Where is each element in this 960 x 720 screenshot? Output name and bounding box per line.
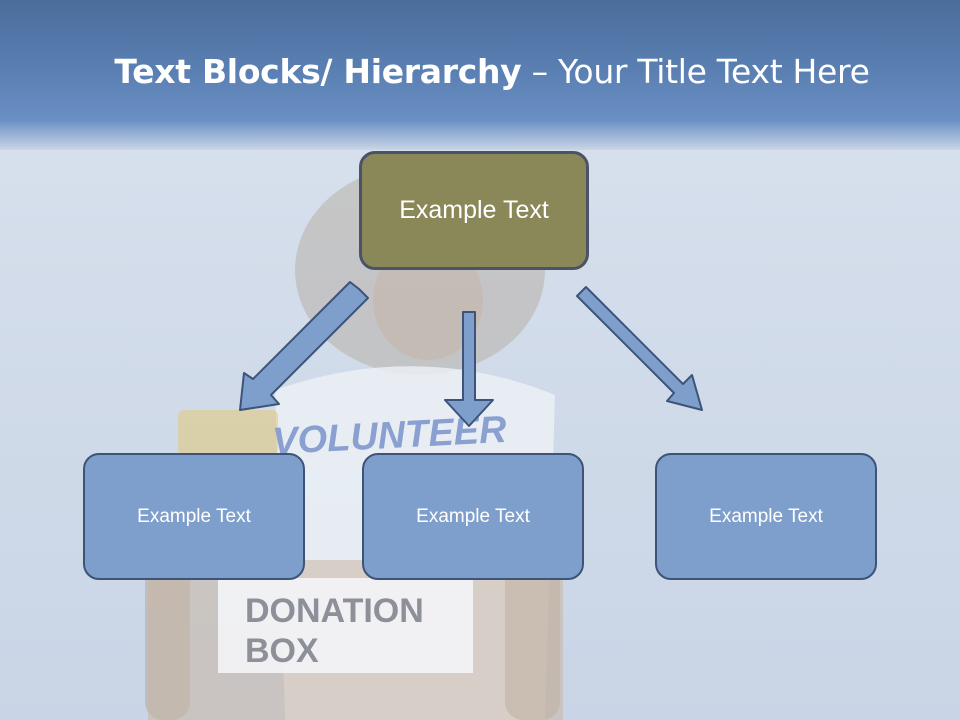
child-box-right[interactable]: Example Text [655, 453, 877, 580]
title-rest: – Your Title Text Here [521, 52, 870, 91]
title-band [0, 0, 960, 150]
child-box-center[interactable]: Example Text [362, 453, 584, 580]
child-box-label: Example Text [709, 505, 823, 527]
arrow-center [444, 311, 494, 427]
page-title: Text Blocks/ Hierarchy – Your Title Text… [0, 52, 960, 91]
box-label-line1: DONATION [245, 592, 424, 630]
arrow-right [576, 286, 703, 411]
title-bold: Text Blocks/ Hierarchy [114, 52, 522, 91]
child-box-left[interactable]: Example Text [83, 453, 305, 580]
arrow-left [239, 281, 369, 411]
top-box-label: Example Text [399, 196, 549, 224]
top-box[interactable]: Example Text [359, 151, 589, 270]
child-box-label: Example Text [416, 505, 530, 527]
box-label-line2: BOX [245, 632, 319, 670]
child-box-label: Example Text [137, 505, 251, 527]
